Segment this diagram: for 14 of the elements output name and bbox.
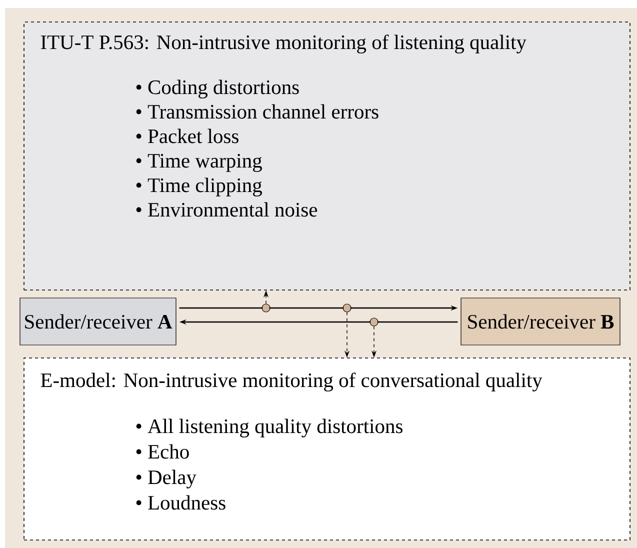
bullet-item: • Environmental noise [136, 202, 318, 217]
bullet-item: • Packet loss [136, 128, 238, 144]
heading: ITU-T P.563: Non-intrusive monitoring of listening quality [40, 34, 526, 54]
sender-box: Sender/receiver A [20, 298, 176, 346]
sender-box: Sender/receiver B [460, 298, 620, 346]
bullet-item: • Time clipping [136, 178, 262, 196]
bullet-item: • Time warping [136, 154, 262, 172]
bullet-item: • Delay [136, 470, 196, 488]
bullet-item: • Loudness [136, 495, 226, 510]
bullet-item: • Coding distortions [136, 80, 299, 98]
bullet-item: • All listening quality distortions [136, 418, 402, 438]
heading: E-model: Non-intrusive monitoring of conversational quality [40, 372, 542, 392]
bullet-item: • Transmission channel errors [136, 104, 378, 119]
bullet-item: • Echo [136, 444, 189, 459]
